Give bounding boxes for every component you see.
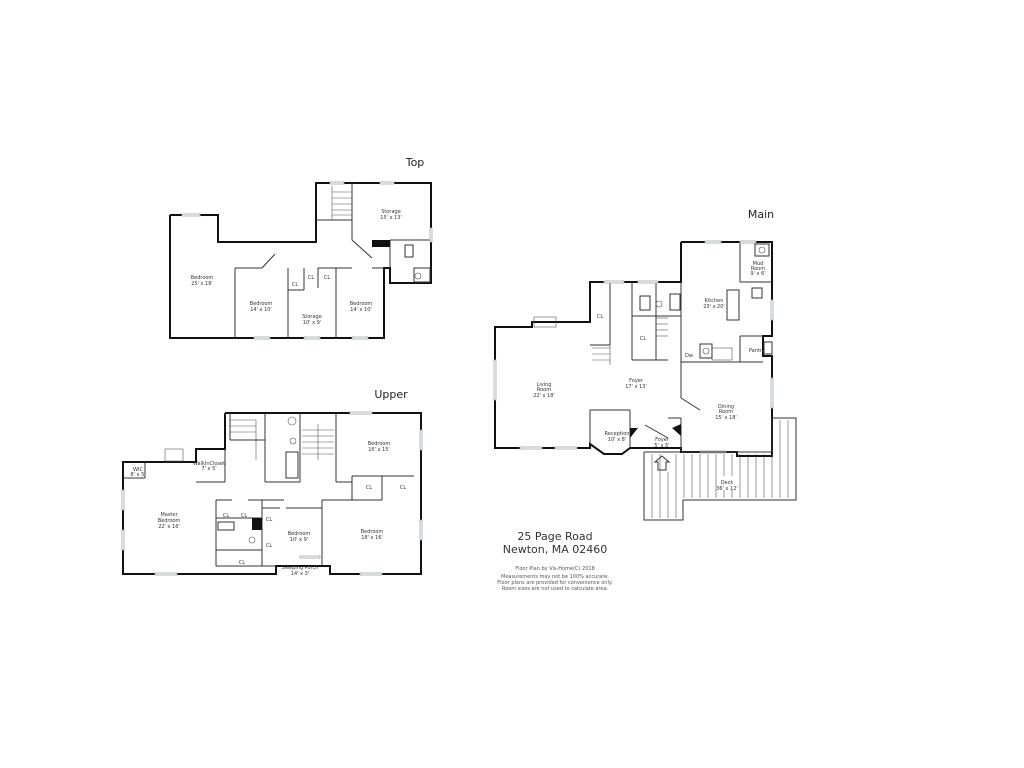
upper-closet-1-label: CL — [366, 485, 372, 491]
disclaimer-line-3: Room sizes are not used to calculate are… — [501, 586, 609, 592]
main-floor-plan: Main — [493, 208, 797, 521]
main-pantry-label: Pantry — [749, 348, 765, 354]
top-floor-title: Top — [405, 156, 425, 169]
upper-closet-3-label: CL — [223, 513, 229, 519]
top-closet-2-label: CL — [308, 275, 314, 281]
top-floor-plan: Top — [169, 156, 433, 340]
main-dw-label: Dw — [685, 353, 693, 359]
main-floor-title: Main — [748, 208, 774, 221]
floorplan-credit: Floor Plan by Vis-Home(C) 2018 — [515, 566, 595, 572]
disclaimer-line-2: Floor plans are provided for convenience… — [497, 580, 613, 586]
upper-closet-4-label: CL — [241, 513, 247, 519]
upper-floor-title: Upper — [374, 388, 408, 401]
upper-closet-7-label: CL — [239, 560, 245, 566]
upper-closet-6-label: CL — [266, 543, 272, 549]
main-closet-1-label: CL — [597, 314, 603, 320]
address-line-1: 25 Page Road — [517, 530, 593, 543]
upper-closet-5-label: CL — [266, 517, 272, 523]
top-closet-1-label: CL — [292, 282, 298, 288]
disclaimer-line-1: Measurements may not be 100% accurate. — [501, 574, 609, 580]
address-line-2: Newton, MA 02460 — [502, 543, 608, 556]
upper-closet-2-label: CL — [400, 485, 406, 491]
top-closet-3-label: CL — [324, 275, 330, 281]
main-closet-2-label: CL — [640, 336, 646, 342]
upper-floor-plan: Upper — [121, 388, 423, 577]
